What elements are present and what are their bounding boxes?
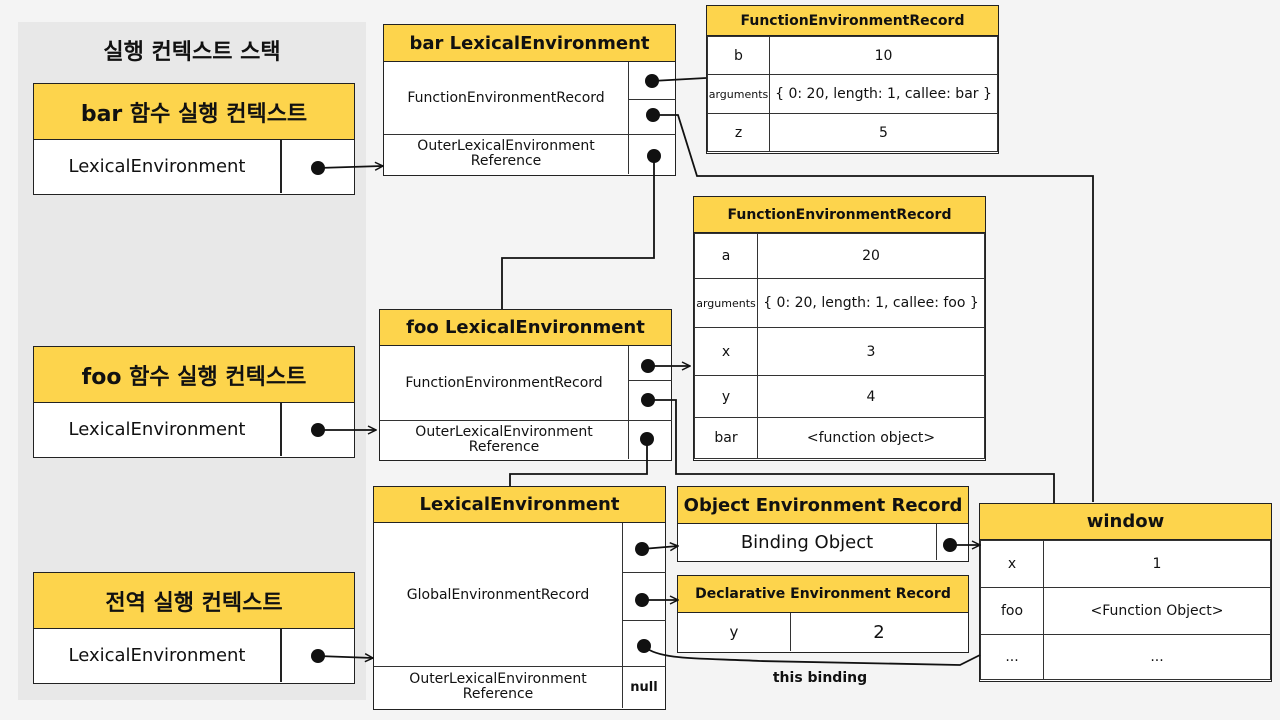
declarative-record-body: y 2	[677, 612, 969, 653]
bar-record-key: b	[707, 36, 770, 75]
pointer-dot	[641, 393, 655, 407]
bar-outer-link	[501, 156, 655, 309]
window-value: <Function Object>	[1043, 587, 1271, 635]
bar-context-title: bar 함수 실행 컨텍스트	[33, 83, 355, 140]
foo-record-key: bar	[694, 417, 758, 459]
this-binding-link	[644, 646, 981, 666]
global-context-field: LexicalEnvironment	[68, 645, 246, 666]
pointer-dot	[647, 149, 661, 163]
foo-lexical-env: FunctionEnvironmentRecord OuterLexicalEn…	[379, 345, 672, 461]
window-key: ...	[980, 634, 1044, 680]
divider	[628, 380, 672, 381]
pointer-dot	[641, 359, 655, 373]
declarative-record-title: Declarative Environment Record	[677, 575, 969, 613]
divider	[280, 140, 282, 193]
divider	[622, 620, 666, 621]
foo-context-body: LexicalEnvironment	[33, 402, 355, 458]
object-record-title: Object Environment Record	[677, 486, 969, 524]
pointer-dot	[637, 639, 651, 653]
bar-record-key: z	[707, 113, 770, 152]
pointer-dot	[311, 161, 325, 175]
divider	[936, 524, 937, 560]
bar-record-value: 10	[769, 36, 998, 75]
this-binding-label: this binding	[772, 670, 868, 686]
bar-lexical-env-title: bar LexicalEnvironment	[383, 24, 676, 62]
window-key: x	[980, 540, 1044, 588]
pointer-dot	[646, 108, 660, 122]
binding-object-label: Binding Object	[740, 531, 874, 553]
stack-title: 실행 컨텍스트 스택	[103, 40, 281, 65]
window-value: ...	[1043, 634, 1271, 680]
bar-env-record-label: FunctionEnvironmentRecord	[407, 90, 605, 106]
bar-env-outer-label: OuterLexicalEnvironment Reference	[417, 138, 595, 169]
foo-env-outer-label: OuterLexicalEnvironment Reference	[415, 423, 593, 455]
window-value: 1	[1043, 540, 1271, 588]
foo-record-key: arguments	[694, 278, 758, 328]
foo-context-field: LexicalEnvironment	[68, 419, 246, 440]
divider	[628, 62, 629, 174]
pointer-dot	[311, 649, 325, 663]
bar-record-value: 5	[769, 113, 998, 152]
global-context-arrow	[317, 656, 373, 658]
global-lexical-env-title: LexicalEnvironment	[373, 486, 666, 523]
bar-record-title: FunctionEnvironmentRecord	[706, 5, 999, 36]
bar-context-field: LexicalEnvironment	[68, 156, 246, 177]
bar-lexical-env: FunctionEnvironmentRecord OuterLexicalEn…	[383, 61, 676, 176]
foo-record-key: y	[694, 375, 758, 418]
pointer-dot	[635, 542, 649, 556]
declarative-value: 2	[873, 621, 885, 643]
pointer-dot	[943, 538, 957, 552]
window-title: window	[979, 503, 1272, 540]
foo-outer-link	[509, 439, 648, 486]
declarative-key: y	[729, 623, 739, 641]
divider	[280, 629, 282, 682]
global-lexical-env: GlobalEnvironmentRecord OuterLexicalEnvi…	[373, 522, 666, 710]
divider	[384, 134, 676, 135]
foo-record-value: { 0: 20, length: 1, callee: foo }	[757, 278, 985, 328]
divider	[374, 666, 666, 667]
bar-context-body: LexicalEnvironment	[33, 139, 355, 195]
foo-record-table: a 20 arguments { 0: 20, length: 1, calle…	[693, 232, 986, 461]
divider	[790, 613, 791, 651]
divider	[622, 572, 666, 573]
global-context-title: 전역 실행 컨텍스트	[33, 572, 355, 629]
pointer-dot	[645, 74, 659, 88]
bar-record-link	[651, 77, 707, 82]
bar-record-table: b 10 arguments { 0: 20, length: 1, calle…	[706, 35, 999, 154]
object-record-body: Binding Object	[677, 523, 969, 562]
global-env-record-label: GlobalEnvironmentRecord	[406, 586, 590, 603]
pointer-dot	[640, 432, 654, 446]
global-context-body: LexicalEnvironment	[33, 628, 355, 684]
foo-record-value: <function object>	[757, 417, 985, 459]
global-env-outer-label: OuterLexicalEnvironment Reference	[409, 671, 587, 702]
divider	[380, 420, 672, 421]
pointer-dot	[635, 593, 649, 607]
foo-context-title: foo 함수 실행 컨텍스트	[33, 346, 355, 403]
bar-context-arrow	[317, 166, 383, 168]
divider	[622, 523, 623, 708]
bar-this-link	[653, 114, 1094, 502]
divider	[628, 99, 676, 100]
foo-lexical-env-title: foo LexicalEnvironment	[379, 309, 672, 346]
foo-this-link	[648, 399, 1055, 503]
foo-record-value: 20	[757, 233, 985, 279]
divider	[628, 346, 629, 459]
divider	[280, 403, 282, 456]
foo-env-record-label: FunctionEnvironmentRecord	[405, 375, 603, 391]
window-table: x 1 foo <Function Object> ... ...	[979, 539, 1272, 682]
pointer-dot	[311, 423, 325, 437]
bar-record-value: { 0: 20, length: 1, callee: bar }	[769, 74, 998, 114]
global-outer-null: null	[630, 679, 658, 695]
